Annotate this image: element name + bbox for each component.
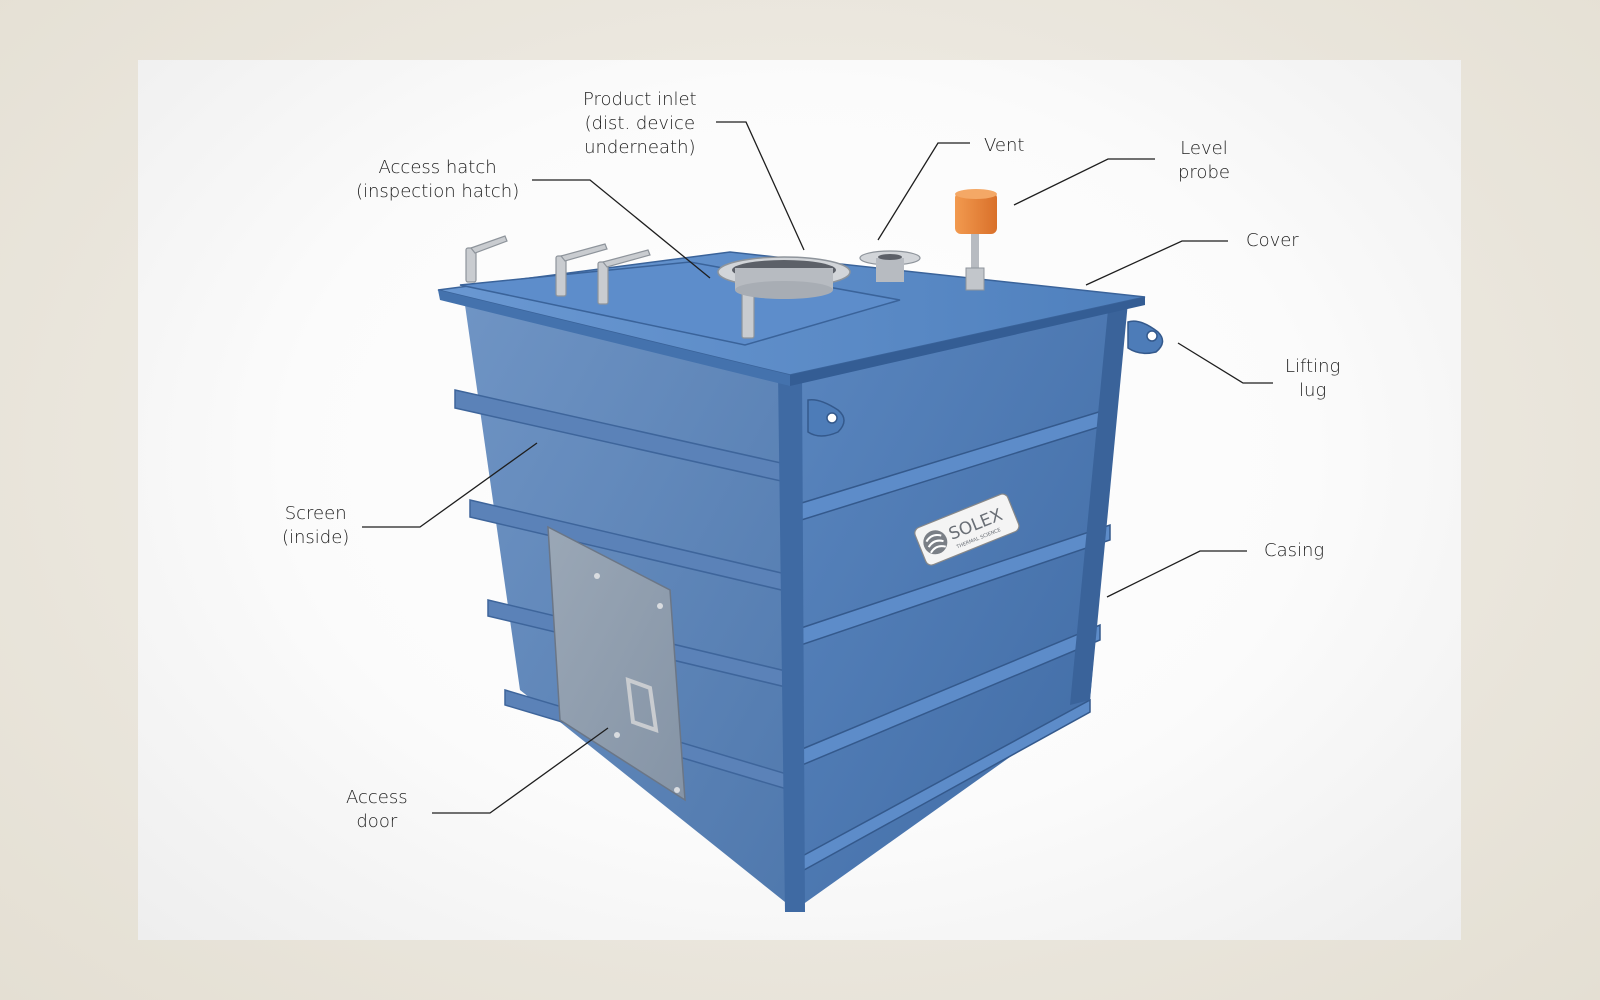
label-cover: Cover <box>1246 230 1299 251</box>
leader-product-inlet <box>716 121 805 251</box>
label-vent: Vent <box>984 135 1025 156</box>
leader-lifting-lug <box>1177 342 1273 384</box>
access-door <box>547 525 686 802</box>
leader-access-hatch <box>532 179 711 279</box>
label-access-hatch: Access hatch (inspection hatch) <box>356 157 520 202</box>
cover-edge-right <box>790 297 1145 386</box>
leader-level-probe <box>1013 158 1155 206</box>
right-edge-post <box>1070 302 1128 705</box>
vent <box>859 250 921 282</box>
corner-post <box>778 372 805 912</box>
label-casing: Casing <box>1264 540 1325 561</box>
cover-edge <box>438 290 790 386</box>
leader-vent <box>877 142 970 241</box>
leader-lines <box>362 121 1273 814</box>
leader-access-door <box>432 727 609 814</box>
label-lifting-lug: Lifting lug <box>1285 356 1341 401</box>
level-probe <box>955 189 997 291</box>
leader-screen <box>362 442 538 528</box>
leader-casing <box>1106 550 1247 598</box>
label-access-door: Access door <box>346 787 408 832</box>
label-screen: Screen (inside) <box>282 503 350 548</box>
casing-right-face <box>790 305 1125 910</box>
product-inlet <box>717 256 851 299</box>
label-level-probe: Level probe <box>1178 138 1230 183</box>
lifting-lugs <box>807 320 1164 437</box>
label-product-inlet: Product inlet (dist. device underneath) <box>583 89 697 158</box>
leader-cover <box>1085 240 1228 286</box>
